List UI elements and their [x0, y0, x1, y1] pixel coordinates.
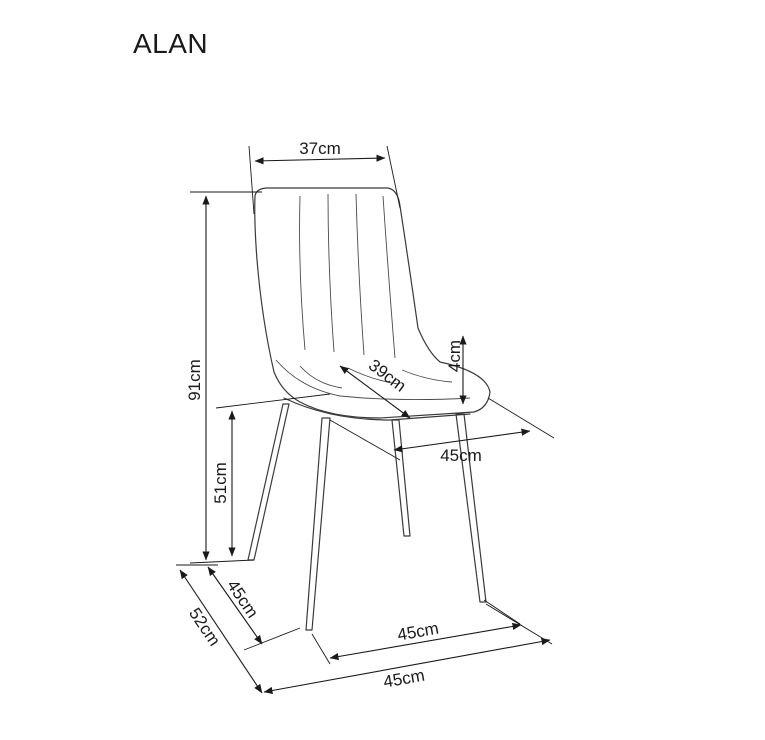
leg-rear-right: [391, 419, 411, 537]
dimension-labels: 37cm 91cm 51cm 39cm 4cm 45cm 45cm 45cm 5…: [185, 139, 482, 692]
ext-seat-width-right: [487, 397, 555, 439]
ext-seat-height: [215, 393, 331, 409]
backrest-stitch-1: [299, 195, 306, 351]
ext-overall-left: [311, 633, 331, 665]
dim-line-backrest-width: [254, 154, 386, 165]
ext-leg-front-right: [483, 599, 521, 625]
dim-line-seat-depth: [339, 365, 411, 419]
label-leg-span-depth: 45cm: [223, 576, 262, 621]
label-cushion-thickness: 4cm: [445, 340, 464, 372]
ext-leg-front-left: [243, 627, 301, 651]
chair-outline: [254, 187, 491, 421]
product-title: ALAN: [133, 28, 209, 59]
ext-seat-width-left: [329, 419, 401, 461]
label-total-height: 91cm: [185, 359, 204, 401]
seat-seam-2: [299, 365, 343, 389]
label-backrest-width: 37cm: [299, 139, 341, 158]
ext-floor: [189, 559, 255, 564]
leg-front-right: [455, 413, 487, 603]
ext-backrest-left: [248, 145, 255, 215]
dim-line-overall-width: [263, 637, 551, 695]
leg-rear-left: [247, 403, 290, 561]
dimension-lines: [179, 154, 551, 695]
backrest-stitch-2: [327, 193, 335, 353]
backrest-stitch-4: [382, 195, 396, 359]
ext-overall-right: [485, 603, 553, 645]
backrest-outline: [254, 187, 491, 419]
dim-line-overall-depth: [179, 569, 263, 694]
label-seat-height: 51cm: [211, 462, 230, 504]
ext-backrest-right: [386, 145, 401, 209]
chair-legs: [247, 403, 487, 631]
seat-bottom-outline: [283, 397, 471, 421]
dim-line-seat-width: [393, 428, 531, 453]
label-seat-width: 45cm: [440, 446, 482, 465]
backrest-stitch-3: [355, 193, 365, 356]
leg-front-left: [305, 417, 331, 631]
